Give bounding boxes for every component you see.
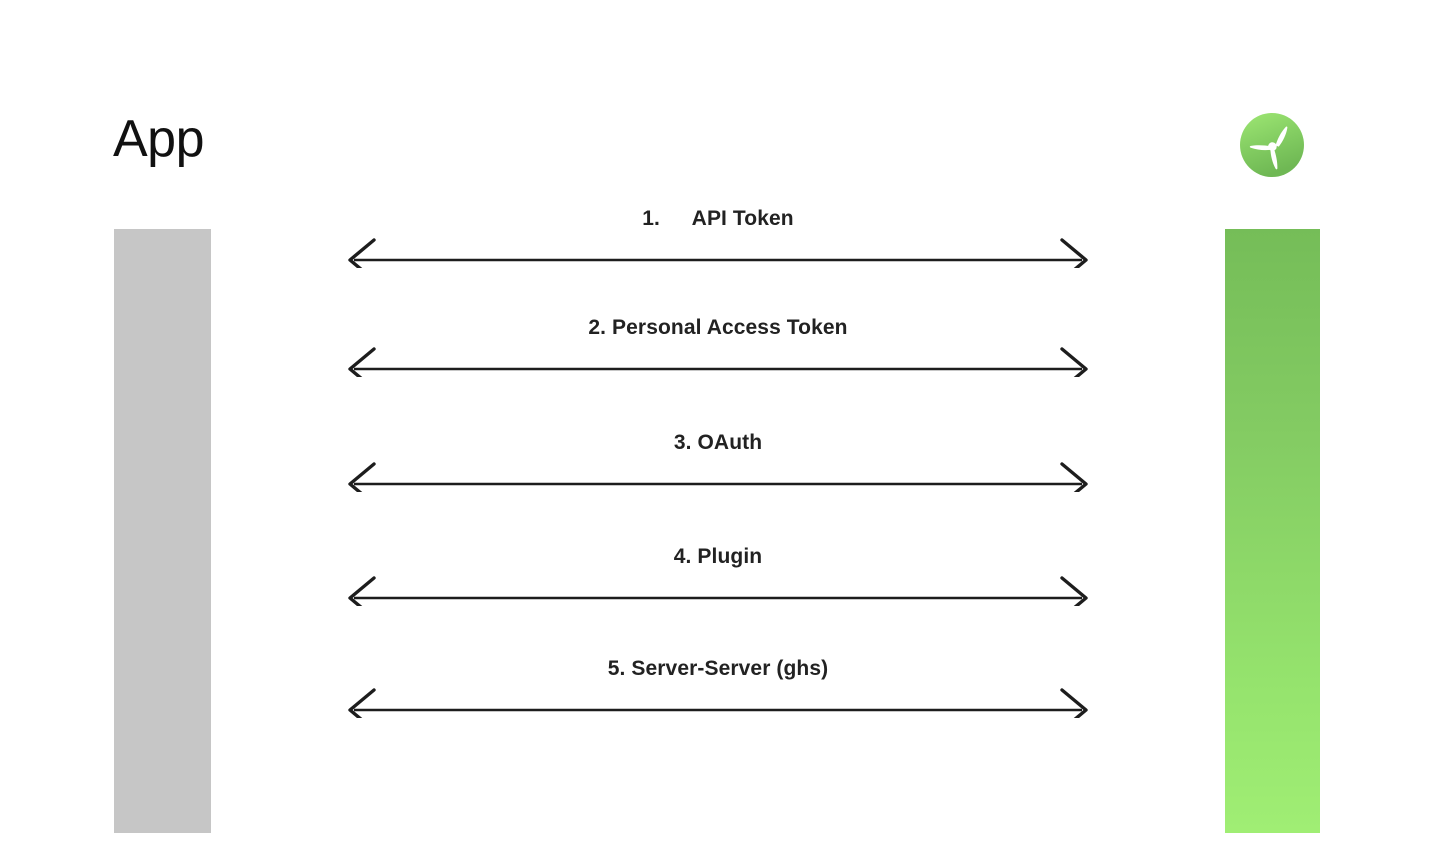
message-label-3: 3. OAuth <box>673 431 763 454</box>
message-label-5: 5. Server-Server (ghs) <box>607 657 829 680</box>
message-arrow-4 <box>348 576 1088 606</box>
lifeline-app <box>114 229 211 833</box>
message-label-1: 1. API Token <box>642 207 794 230</box>
message-row-4: 4. Plugin <box>340 544 1096 606</box>
message-label-2: 2. Personal Access Token <box>588 316 848 339</box>
message-arrow-1 <box>348 238 1088 268</box>
message-row-3: 3. OAuth <box>340 430 1096 492</box>
message-arrow-5 <box>348 688 1088 718</box>
propeller-logo-icon <box>1240 113 1304 177</box>
message-row-2: 2. Personal Access Token <box>340 315 1096 377</box>
message-label-4: 4. Plugin <box>673 545 763 568</box>
message-arrow-2 <box>348 347 1088 377</box>
message-row-5: 5. Server-Server (ghs) <box>340 656 1096 718</box>
lifeline-service <box>1225 229 1320 833</box>
message-row-1: 1. API Token <box>340 206 1096 268</box>
message-arrow-3 <box>348 462 1088 492</box>
page-title: App <box>113 110 205 168</box>
